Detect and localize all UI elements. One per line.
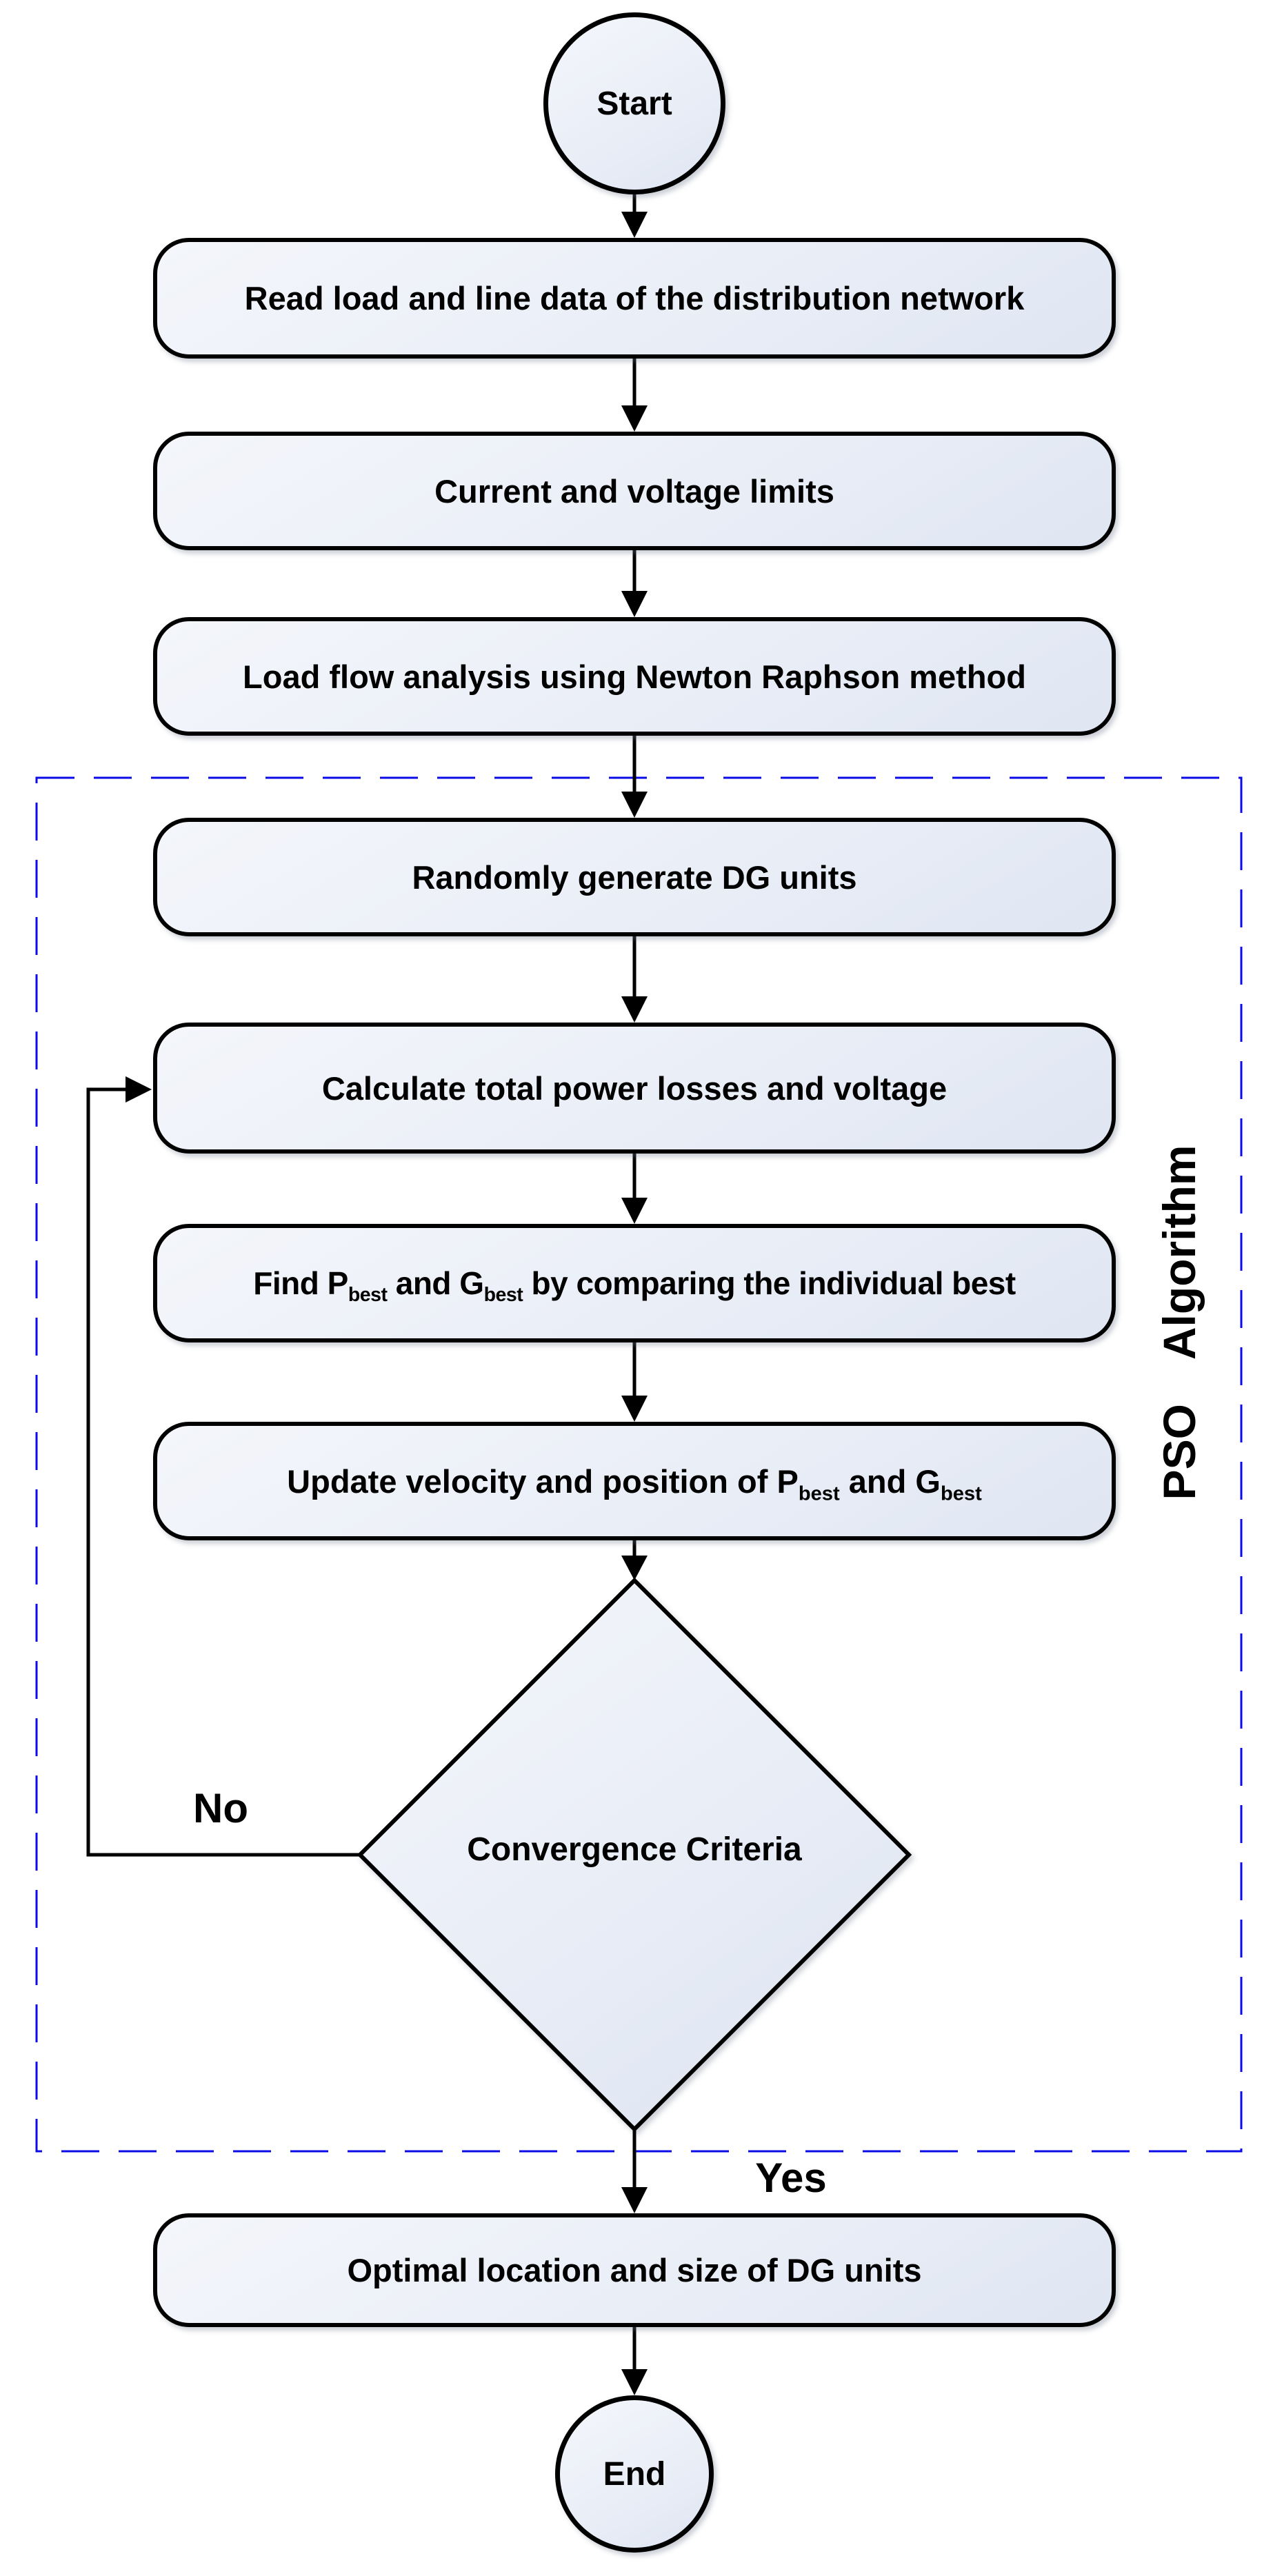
node-load-flow-analysis: Load flow analysis using Newton Raphson … xyxy=(153,617,1116,736)
node-update-label: Update velocity and position of Pbest an… xyxy=(287,1462,982,1505)
node-read-load-line-data: Read load and line data of the distribut… xyxy=(153,238,1116,359)
arrow-update-to-decision xyxy=(621,1540,648,1580)
node-limits-label: Current and voltage limits xyxy=(434,472,834,510)
node-end-label: End xyxy=(603,2455,666,2493)
arrow-calculate-to-find xyxy=(621,1154,648,1224)
node-optimal-label: Optimal location and size of DG units xyxy=(347,2252,922,2288)
pso-container-dashed-border xyxy=(35,776,1243,2153)
edge-label-no: No xyxy=(193,1785,248,1831)
node-convergence-criteria-label: Convergence Criteria xyxy=(467,1831,802,1868)
node-calculate-label: Calculate total power losses and voltage xyxy=(321,1069,948,1107)
arrow-generate-to-calculate xyxy=(621,936,648,1023)
node-randomly-generate-dg: Randomly generate DG units xyxy=(153,818,1116,936)
node-generate-label: Randomly generate DG units xyxy=(412,858,857,896)
node-current-voltage-limits: Current and voltage limits xyxy=(153,432,1116,550)
node-start-label: Start xyxy=(597,85,672,122)
node-loadflow-label: Load flow analysis using Newton Raphson … xyxy=(243,658,1026,695)
arrow-loadflow-to-generate xyxy=(621,736,648,818)
edge-label-yes: Yes xyxy=(755,2155,827,2201)
node-start: Start xyxy=(543,12,725,194)
arrow-limits-to-loadflow xyxy=(621,550,648,617)
node-end: End xyxy=(555,2395,714,2553)
node-read-label: Read load and line data of the distribut… xyxy=(244,280,1025,316)
edge-no-loop xyxy=(86,1076,360,1857)
node-find-pbest-gbest: Find Pbest and Gbest by comparing the in… xyxy=(153,1224,1116,1342)
arrow-optimal-to-end xyxy=(621,2327,648,2395)
arrow-find-to-update xyxy=(621,1342,648,1422)
node-optimal-location-size: Optimal location and size of DG units xyxy=(153,2213,1116,2327)
node-find-label: Find Pbest and Gbest by comparing the in… xyxy=(253,1265,1016,1307)
node-calculate-power-losses: Calculate total power losses and voltage xyxy=(153,1023,1116,1154)
arrow-decision-to-optimal-yes xyxy=(621,2129,648,2213)
pso-algorithm-container-label: PSO Algorithm xyxy=(1154,1145,1205,1500)
arrow-start-to-read xyxy=(621,194,648,238)
node-update-velocity-position: Update velocity and position of Pbest an… xyxy=(153,1422,1116,1540)
arrow-read-to-limits xyxy=(621,356,648,432)
